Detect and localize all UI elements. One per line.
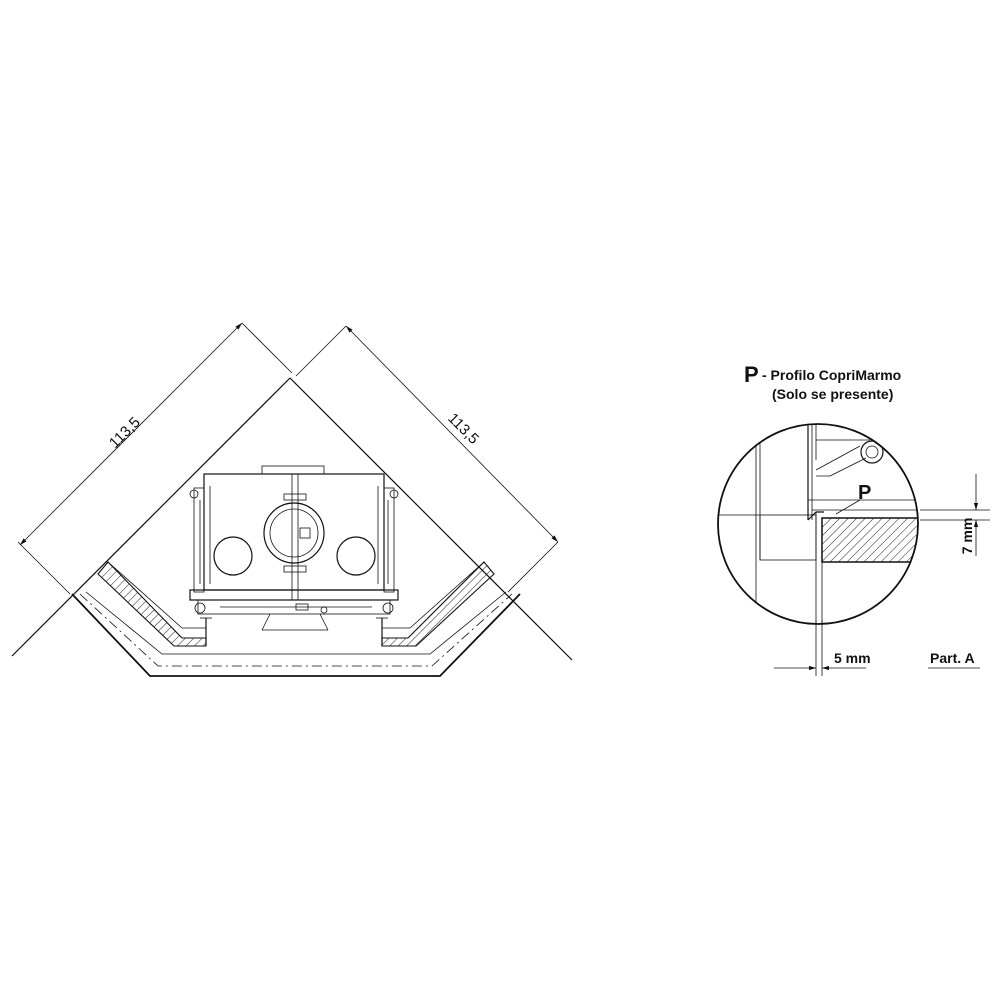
part-label: Part. A <box>930 650 975 666</box>
dimension-right: 113,5 <box>295 325 559 593</box>
callout-p: P <box>858 482 871 504</box>
stove-body <box>189 465 399 631</box>
dimension-right-label: 113,5 <box>444 410 482 448</box>
detail-view: P - Profilo CopriMarmo (Solo se presente… <box>717 362 990 676</box>
detail-title-text: - Profilo CopriMarmo <box>762 367 901 383</box>
dimension-5mm-label: 5 mm <box>834 650 871 666</box>
marble-slab <box>821 517 918 563</box>
dimension-left-label: 113,5 <box>106 414 144 452</box>
insulation-left <box>97 561 207 647</box>
dimension-7mm: 7 mm <box>920 474 990 556</box>
air-inlet-left <box>213 536 253 576</box>
insulation-right <box>381 561 495 647</box>
detail-subtitle: (Solo se presente) <box>772 386 893 402</box>
detail-contents <box>718 424 918 624</box>
dimension-5mm: 5 mm <box>774 620 871 676</box>
dimension-left: 113,5 <box>17 322 293 595</box>
dimension-7mm-label: 7 mm <box>959 518 975 555</box>
flue-center <box>263 502 325 564</box>
air-inlet-right <box>336 536 376 576</box>
plan-view: 113,5 113,5 <box>11 322 573 677</box>
hearth-outline <box>71 561 521 677</box>
detail-title-marker: P <box>744 362 759 387</box>
